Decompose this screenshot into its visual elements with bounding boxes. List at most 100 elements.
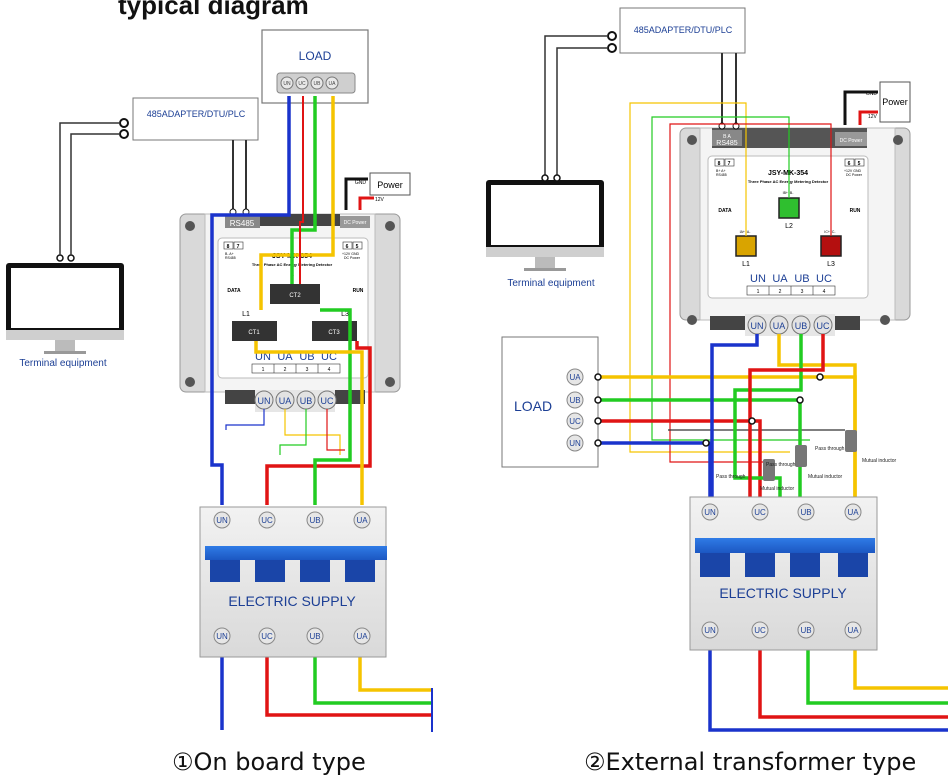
diagram-label: Pass through <box>766 462 796 468</box>
diagram-label: UA <box>329 81 337 87</box>
diagram-label: UC <box>261 516 273 525</box>
diagram-label: UA <box>356 516 368 525</box>
right-mutual-inductors: Pass through Pass through Pass through M… <box>716 430 897 492</box>
right-load-box: LOAD UA UB UC UN <box>501 336 599 468</box>
diagram-label: L2 <box>785 223 793 230</box>
diagram-label: RUN <box>353 288 364 294</box>
diagram-label: UN <box>283 81 291 87</box>
left-load-box: LOAD UN UC UB UA <box>261 29 369 104</box>
diagram-label: RUN <box>850 208 861 214</box>
left-terminal-label: Terminal equipment <box>19 358 106 369</box>
page-title: typical diagram <box>118 0 309 20</box>
left-terminal-monitor: Terminal equipment <box>6 254 124 369</box>
left-diagram: LOAD UN UC UB UA 485ADAPTER/DTU/PLC <box>6 29 433 732</box>
left-power: Power GND 12V <box>344 172 411 210</box>
diagram-label: UA <box>279 396 292 406</box>
diagram-label: 1 <box>262 367 265 373</box>
diagram-label: 2 <box>779 289 782 295</box>
diagram-label: 4 <box>328 367 331 373</box>
diagram-label: 485ADAPTER/DTU/PLC <box>147 109 246 119</box>
diagram-label: UB <box>299 351 314 363</box>
diagram-label: LOAD <box>514 398 552 414</box>
right-electric-supply: ELECTRIC SUPPLY UN UC UB UA UN UC UB UA <box>689 496 878 651</box>
diagram-label: UB <box>309 632 320 641</box>
diagram-label: JSY-MK-354 <box>768 170 808 177</box>
diagram-label: UN <box>569 439 581 448</box>
diagram-label: Three Phase AC Energy Metering Detector <box>748 179 829 184</box>
diagram-label: 5 <box>858 161 861 167</box>
diagram-label: UB <box>309 516 320 525</box>
diagram-label: UN <box>258 396 271 406</box>
diagram-label: UA <box>847 626 859 635</box>
diagram-label: 8 <box>718 161 721 167</box>
diagram-label: 12V <box>375 197 385 203</box>
diagram-label: 8 <box>227 244 230 250</box>
diagram-label: 485ADAPTER/DTU/PLC <box>634 25 733 35</box>
diagram-label: UC <box>261 632 273 641</box>
diagram-label: UN <box>255 351 271 363</box>
diagram-label: Pass through <box>815 446 845 452</box>
diagram-label: GND <box>866 91 878 97</box>
diagram-label: L3 <box>341 311 349 318</box>
diagram-label: Pass through <box>716 474 746 480</box>
diagram-label: 12V <box>868 114 878 120</box>
diagram-label: CT3 <box>328 330 340 336</box>
diagram-label: UB <box>794 273 809 285</box>
diagram-label: UC <box>754 626 766 635</box>
diagram-label: 1 <box>757 289 760 295</box>
diagram-label: UC <box>754 508 766 517</box>
left-meter: RS485 DC Power 8 7 B- A+ RS485 6 5 +12V … <box>179 208 401 412</box>
diagram-label: UC <box>817 321 830 331</box>
diagram-label: UB <box>800 508 811 517</box>
diagram-label: 6 <box>346 244 349 250</box>
diagram-label: UC <box>321 351 337 363</box>
diagram-label: DC Power <box>840 138 863 144</box>
diagram-label: UB <box>569 396 580 405</box>
diagram-label: UC <box>298 81 306 87</box>
diagram-label: UB <box>300 396 313 406</box>
left-power-wires <box>210 96 433 732</box>
right-meter: B A RS485 DC Power 8 7 B+ A+ RS485 6 5 +… <box>679 122 911 336</box>
diagram-label: Mutual inductor <box>862 458 897 464</box>
left-electric-supply: ELECTRIC SUPPLY UN UC UB UA UN UC UB UA <box>199 506 387 658</box>
diagram-label: +12V GND <box>342 252 359 256</box>
diagram-label: DATA <box>718 208 732 214</box>
diagram-label: UN <box>750 273 766 285</box>
diagram-label: 2 <box>284 367 287 373</box>
diagram-label: UA <box>772 273 788 285</box>
diagram-label: UC <box>816 273 832 285</box>
caption-external-transformer-type: ②External transformer type <box>584 748 917 776</box>
caption-on-board-type: ①On board type <box>172 748 366 776</box>
diagram-label: L1 <box>242 311 250 318</box>
diagram-label: RS485 <box>716 173 727 177</box>
diagram-label: B- A+ <box>225 252 234 256</box>
diagram-label: 4 <box>823 289 826 295</box>
diagram-label: DC Power <box>344 256 361 260</box>
right-diagram: 485ADAPTER/DTU/PLC Terminal equipment Po… <box>486 7 948 732</box>
diagram-label: L1 <box>742 261 750 268</box>
diagram-label: Power <box>377 180 403 190</box>
diagram-label: RS485 <box>230 219 255 228</box>
diagram-label: DC Power <box>344 220 367 226</box>
diagram-label: CT2 <box>289 293 301 299</box>
diagram-label: +12V GND <box>844 169 861 173</box>
diagram-label: UN <box>704 508 716 517</box>
diagram-label: UA <box>356 632 368 641</box>
diagram-label: RS485 <box>225 256 236 260</box>
diagram-label: B+ A+ <box>716 169 726 173</box>
diagram-label: Mutual inductor <box>760 486 795 492</box>
diagram-label: UC <box>321 396 334 406</box>
right-terminal-monitor: Terminal equipment <box>486 174 604 289</box>
diagram-label: UC <box>569 417 581 426</box>
diagram-label: UB <box>795 321 808 331</box>
diagram-label: L3 <box>827 261 835 268</box>
diagram-label: Mutual inductor <box>808 474 843 480</box>
diagram-label: 7 <box>237 244 240 250</box>
diagram-label: UB <box>800 626 811 635</box>
diagram-label: Power <box>882 97 908 107</box>
right-power: Power GND 12V <box>843 81 911 125</box>
left-load-label: LOAD <box>299 49 332 63</box>
diagram-label: CT1 <box>248 330 260 336</box>
diagram-label: UN <box>216 632 228 641</box>
